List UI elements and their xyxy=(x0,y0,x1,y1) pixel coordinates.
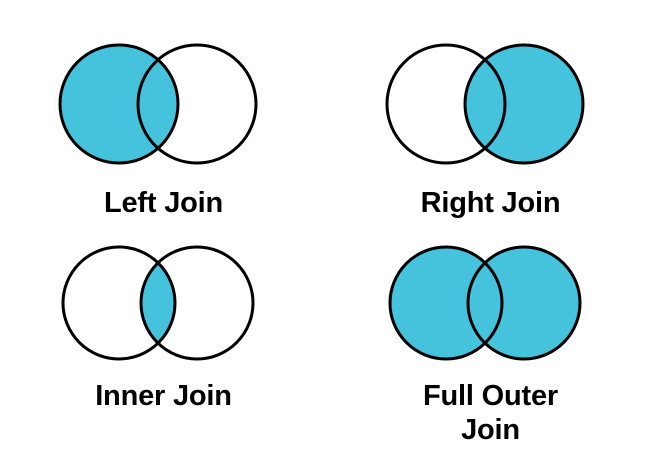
venn-label-inner-join: Inner Join xyxy=(95,380,232,412)
right-circle-outline xyxy=(136,43,257,165)
left-circle-outline xyxy=(58,43,179,165)
venn-figure-right-join xyxy=(385,43,584,165)
intersection-fill xyxy=(137,45,178,163)
venn-cell-inner-join: Inner Join xyxy=(0,243,327,413)
venn-label-left-join: Left Join xyxy=(103,187,224,219)
venn-label-full-outer-join: Full Outer Join xyxy=(423,380,558,446)
left-circle-outline xyxy=(388,245,503,361)
venn-cell-right-join: Right Join xyxy=(327,40,654,220)
venn-figure-full-outer-join xyxy=(388,245,581,361)
venn-figure-inner-join xyxy=(61,245,254,361)
left-circle-outline xyxy=(385,43,506,165)
right-circle-outline xyxy=(463,43,584,165)
venn-cell-left-join: Left Join xyxy=(0,40,327,220)
intersection-fill xyxy=(464,45,505,163)
venn-cell-full-outer-join: Full Outer Join xyxy=(327,243,654,447)
venn-label-right-join: Right Join xyxy=(420,187,561,219)
venn-figure-left-join xyxy=(58,43,257,165)
right-circle-outline xyxy=(466,245,581,361)
left-circle-outline xyxy=(61,245,176,361)
right-circle-outline xyxy=(139,245,254,361)
